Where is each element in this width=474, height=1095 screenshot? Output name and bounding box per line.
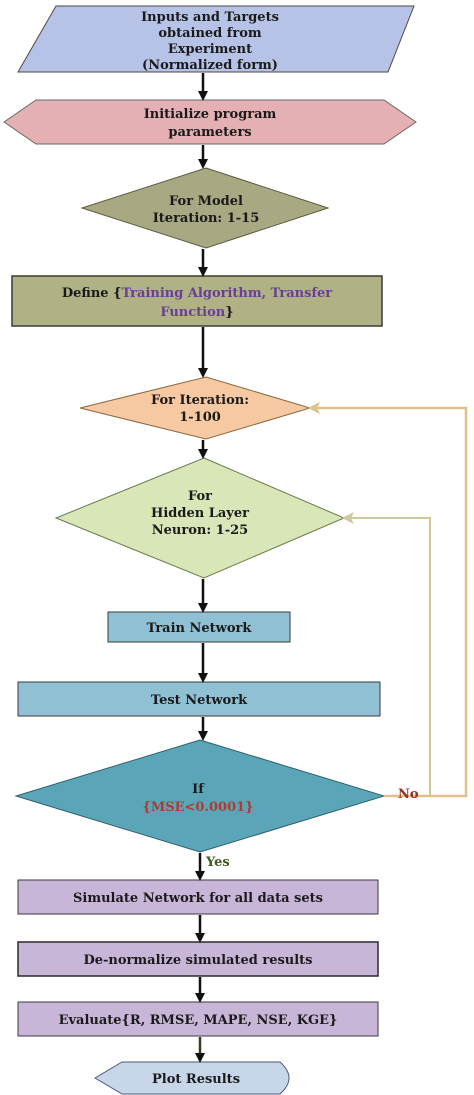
condition-diamond xyxy=(14,739,386,853)
model-loop-label-line2: Iteration: 1-15 xyxy=(153,211,260,226)
init-label-line2: parameters xyxy=(168,125,251,140)
iter-loop-diamond xyxy=(79,376,312,440)
model-loop-diamond xyxy=(80,167,330,249)
hidden-loop-diamond xyxy=(54,457,346,579)
inputs-label-line3: Experiment xyxy=(168,42,252,57)
inputs-label-line4: (Normalized form) xyxy=(142,58,278,73)
model-loop-label-line1: For Model xyxy=(169,194,243,209)
hidden-loop-label-line2: Hidden Layer xyxy=(151,506,249,521)
evaluate-box xyxy=(17,1001,379,1037)
plot-label: Plot Results xyxy=(152,1072,240,1087)
denorm-box xyxy=(17,941,379,977)
edge-no-feedback-hidden xyxy=(342,512,431,796)
init-hexagon xyxy=(3,99,417,145)
edge-label-yes: Yes xyxy=(205,855,230,870)
iter-loop-label-line1: For Iteration: xyxy=(151,393,249,408)
hidden-loop-label-line3: Neuron: 1-25 xyxy=(152,523,248,538)
hidden-loop-label-line1: For xyxy=(188,489,212,504)
define-box xyxy=(11,275,383,327)
test-label: Test Network xyxy=(151,693,248,708)
edge-no-feedback-iter xyxy=(308,402,468,798)
inputs-parallelogram xyxy=(17,5,415,73)
train-label: Train Network xyxy=(147,621,253,636)
inputs-label-line2: obtained from xyxy=(158,26,262,41)
plot-display-shape xyxy=(94,1061,290,1095)
init-label-line1: Initialize program xyxy=(144,107,277,122)
iter-loop-label-line2: 1-100 xyxy=(179,410,221,425)
condition-label-line1: If xyxy=(192,782,205,797)
define-label-line2: Function} xyxy=(160,305,233,320)
denorm-label: De-normalize simulated results xyxy=(83,953,312,968)
inputs-label-line1: Inputs and Targets xyxy=(141,10,279,25)
condition-label-line2: {MSE<0.0001} xyxy=(142,800,253,815)
edge-label-no: No xyxy=(398,787,419,802)
define-label-line1: Define {Training Algorithm, Transfer xyxy=(62,286,332,301)
evaluate-label: Evaluate{R, RMSE, MAPE, NSE, KGE} xyxy=(59,1013,338,1028)
simulate-label: Simulate Network for all data sets xyxy=(73,891,323,906)
